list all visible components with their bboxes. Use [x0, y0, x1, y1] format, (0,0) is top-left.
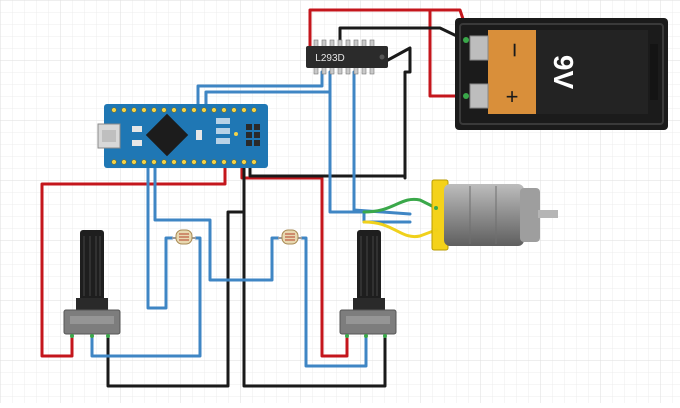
blue-wire-ic-1: [196, 70, 324, 106]
ic-label: L293D: [315, 53, 344, 64]
ldr-left: [172, 229, 196, 245]
wires: [40, 8, 472, 388]
battery-9v: − + 9V: [455, 18, 668, 130]
arduino-pins-top: [111, 107, 257, 113]
blue-wire-ldr-pot-right: [300, 236, 368, 368]
battery-minus-label: −: [500, 42, 530, 57]
motor-shaft: [538, 210, 558, 218]
battery-terminal-minus: [469, 35, 489, 61]
potentiometer-left: [63, 230, 121, 338]
blue-wire-ldr-pot-left: [90, 236, 202, 358]
dc-motor: [431, 179, 558, 251]
pot-left-knob: [80, 230, 104, 302]
arduino-nano: [97, 104, 268, 168]
black-wire-battery-gnd: [338, 26, 467, 52]
red-wire-pot-left: [40, 166, 227, 358]
motor-body: [444, 184, 524, 246]
battery-terminal-plus: [469, 83, 489, 109]
l293d-ic: L293D: [306, 39, 388, 75]
ldr-right: [278, 229, 302, 245]
red-wire-pot-right: [240, 166, 349, 358]
black-wire-ic-to-board: [248, 46, 412, 178]
icsp-header: [246, 124, 260, 146]
yellow-wire-motor: [362, 220, 438, 239]
pot-right-knob: [357, 230, 381, 302]
arduino-pins-bottom: [111, 159, 257, 165]
black-wire-pot-right-gnd: [242, 210, 387, 388]
microcontroller-chip: [145, 113, 189, 157]
battery-voltage-label: 9V: [548, 55, 579, 90]
blue-wire-ic-2: [204, 70, 332, 106]
blue-wire-ldr-left: [146, 166, 174, 310]
battery-plus-label: +: [506, 84, 519, 109]
blue-wire-ic-motor-a: [352, 70, 412, 216]
blue-wire-board-ldr: [153, 166, 280, 282]
black-wire-pot-left-gnd: [106, 166, 246, 388]
battery-orange-band: [488, 30, 536, 114]
ic-body: [306, 46, 388, 68]
green-wire-motor: [362, 197, 438, 214]
potentiometer-right: [339, 230, 397, 338]
